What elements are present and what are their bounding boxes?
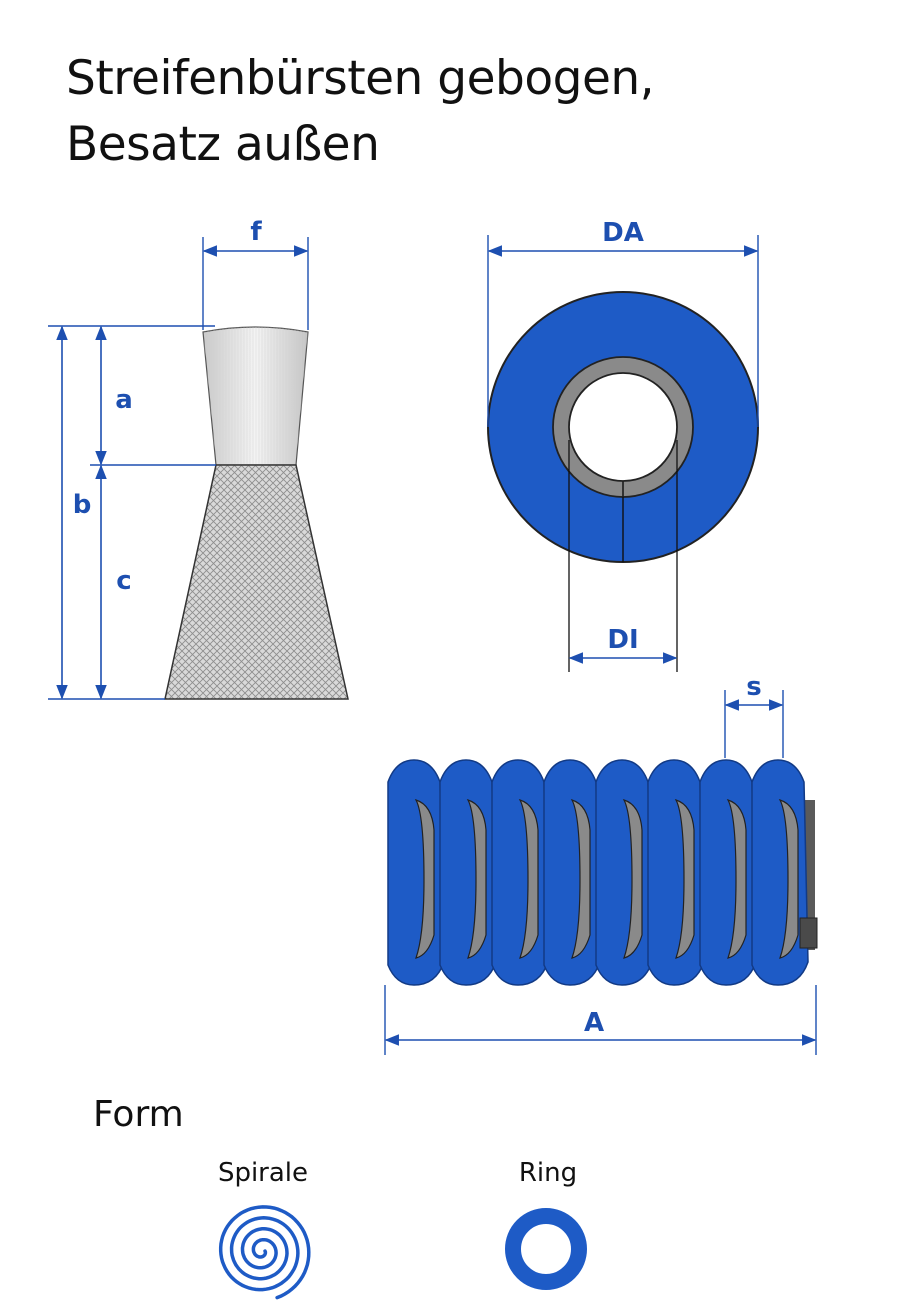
brush-top-view: [487, 291, 759, 563]
spiral-icon: [218, 1205, 311, 1300]
dimension-b: b: [56, 325, 92, 700]
title-line-1: Streifenbürsten gebogen,: [66, 51, 655, 106]
dimension-a: a: [95, 325, 133, 466]
dimension-c: c: [95, 464, 132, 700]
coil-turn: [595, 759, 653, 986]
brush-side-view: [164, 326, 349, 700]
inner-hole: [568, 372, 678, 482]
dimension-f: f: [202, 217, 309, 257]
dimension-label-A: A: [584, 1008, 604, 1038]
dimension-label-a: a: [115, 385, 133, 415]
ring-icon: [505, 1208, 587, 1290]
coil-end-tab: [799, 917, 818, 949]
dimension-label-c: c: [116, 566, 131, 596]
dimension-di: DI: [568, 625, 678, 664]
form-option-ring: Ring: [518, 1158, 578, 1188]
coil-turn: [387, 759, 445, 986]
dimension-label-f: f: [250, 217, 262, 247]
mesh-base-section: [164, 464, 349, 700]
coil-turn: [751, 759, 809, 986]
dimension-da: DA: [487, 218, 759, 257]
coil-turn: [439, 759, 497, 986]
dimension-A: A: [384, 985, 817, 1055]
coil-turn: [647, 759, 705, 986]
dimension-s: s: [724, 672, 784, 758]
bristle-texture: [203, 327, 308, 465]
page-title: Streifenbürsten gebogen, Besatz außen: [66, 46, 655, 178]
form-section-title: Form: [93, 1094, 184, 1135]
coil-turn: [491, 759, 549, 986]
dimension-label-di: DI: [607, 625, 638, 655]
title-line-2: Besatz außen: [66, 117, 380, 172]
form-option-spirale: Spirale: [217, 1158, 309, 1188]
coil-turn: [543, 759, 601, 986]
coil-turn: [699, 759, 757, 986]
dimension-label-s: s: [746, 672, 761, 702]
dimension-label-da: DA: [602, 218, 644, 248]
top-extension-lines: [487, 235, 759, 427]
dimension-label-b: b: [73, 490, 92, 520]
spiral-coil-view: [387, 759, 818, 986]
